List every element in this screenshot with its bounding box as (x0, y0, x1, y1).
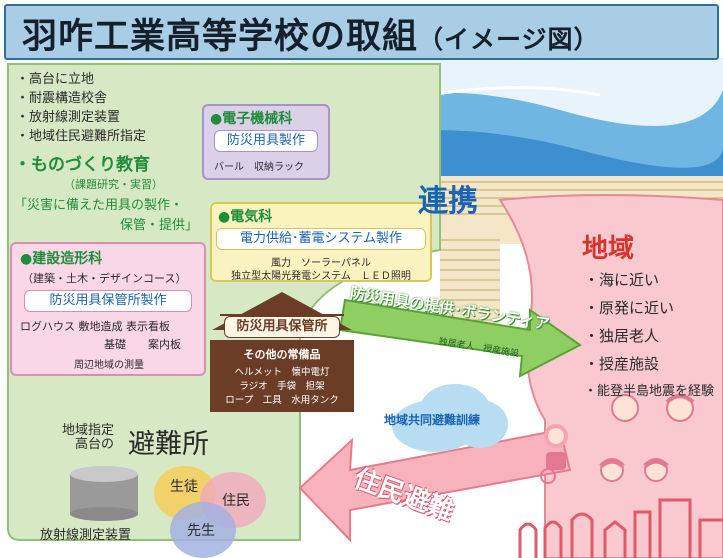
construction-items-3: 周辺地域の測量 (74, 360, 144, 371)
storage-body (210, 340, 354, 412)
residents-label: 住民 (222, 493, 250, 509)
construction-items-2: 基礎 案内板 (104, 338, 181, 351)
provision-arrow (338, 298, 582, 378)
storage-items-2: ラジオ 手袋 担架 (239, 381, 325, 392)
electrical-box: 電力供給･蓄電システム製作 (216, 228, 426, 250)
students-label: 生徒 (170, 479, 198, 495)
construction-box: 防災用具保管所製作 (24, 290, 192, 312)
electrical-heading: ●電気科 (218, 209, 273, 225)
community-item: ・独居老人 (584, 327, 660, 345)
community-item: ・授産施設 (584, 355, 660, 373)
construction-items-1: ログハウス 敷地造成 表示看板 (20, 320, 170, 333)
electronics-items: バール 収納ラック (214, 162, 304, 173)
title-main: 羽咋工業高等学校の取組 (22, 17, 419, 57)
monozukuri-label: ・ものづくり教育 (14, 155, 150, 175)
electronics-heading: ●電子機械科 (210, 111, 293, 127)
feature-item: ・放射線測定装置 (16, 110, 121, 125)
school-features-list: ・高台に立地 ・耐震構造校舎 ・放射線測定装置 ・地域住民避難所指定 (16, 70, 146, 146)
electrical-items-2: 独立型太陽光発電システム ＬＥＤ照明 (231, 271, 411, 282)
page-title: 羽咋工業高等学校の取組（イメージ図） (22, 8, 600, 59)
shelter-small-2: 高台の (75, 437, 115, 452)
feature-item: ・耐震構造校舎 (16, 91, 108, 106)
teachers-circle (170, 502, 236, 558)
community-list: ・海に近い ・原発に近い ・独居老人 ・授産施設 ・能登半島地震を経験 (584, 266, 714, 406)
storage-items-1: ヘルメット 懐中電灯 (234, 367, 330, 378)
resident-icons (540, 394, 695, 484)
teachers-label: 先生 (187, 523, 215, 539)
storage-roof-label: 防災用具保管所 (224, 316, 340, 338)
electrical-items-1: 風力 ソーラーパネル (271, 258, 371, 269)
community-title: 地域 (582, 234, 635, 264)
shelter-small: 地域指定 高台の (62, 424, 114, 452)
radiation-device-label: 放射線測定装置 (40, 528, 132, 543)
shelter-small-1: 地域指定 (62, 423, 115, 438)
radiation-device-icon (70, 466, 138, 521)
community-item: ・原発に近い (584, 299, 675, 317)
community-item: ・能登半島地震を経験 (584, 384, 715, 399)
drill-label: 地域共同避難訓練 (384, 413, 481, 427)
wave-highlight (429, 86, 601, 97)
renkei-label: 連携 (418, 184, 478, 219)
town-skyline (518, 498, 723, 558)
title-sub: （イメージ図） (418, 25, 600, 54)
storage-items-3: ロープ 工具 水用タンク (225, 395, 339, 406)
monozukuri-sub: （課題研究・実習） (64, 178, 163, 191)
community-item: ・海に近い (584, 271, 660, 289)
construction-sub: （建築・土木・デザインコース） (22, 272, 187, 285)
electronics-box: 防災用具製作 (214, 130, 318, 152)
disaster-quote-line2: 保管・提供」 (120, 218, 199, 233)
evacuation-arrow (298, 428, 572, 543)
title-banner (4, 4, 719, 60)
shelter-big: 避難所 (128, 429, 209, 460)
feature-item: ・高台に立地 (16, 72, 95, 87)
construction-heading: ●建設造形科 (20, 251, 103, 267)
storage-heading: その他の常備品 (243, 348, 321, 361)
feature-item: ・地域住民避難所指定 (16, 129, 147, 144)
drill-cloud-part (452, 400, 508, 448)
disaster-quote-line1: 「災害に備えた用具の製作・ (14, 198, 184, 213)
